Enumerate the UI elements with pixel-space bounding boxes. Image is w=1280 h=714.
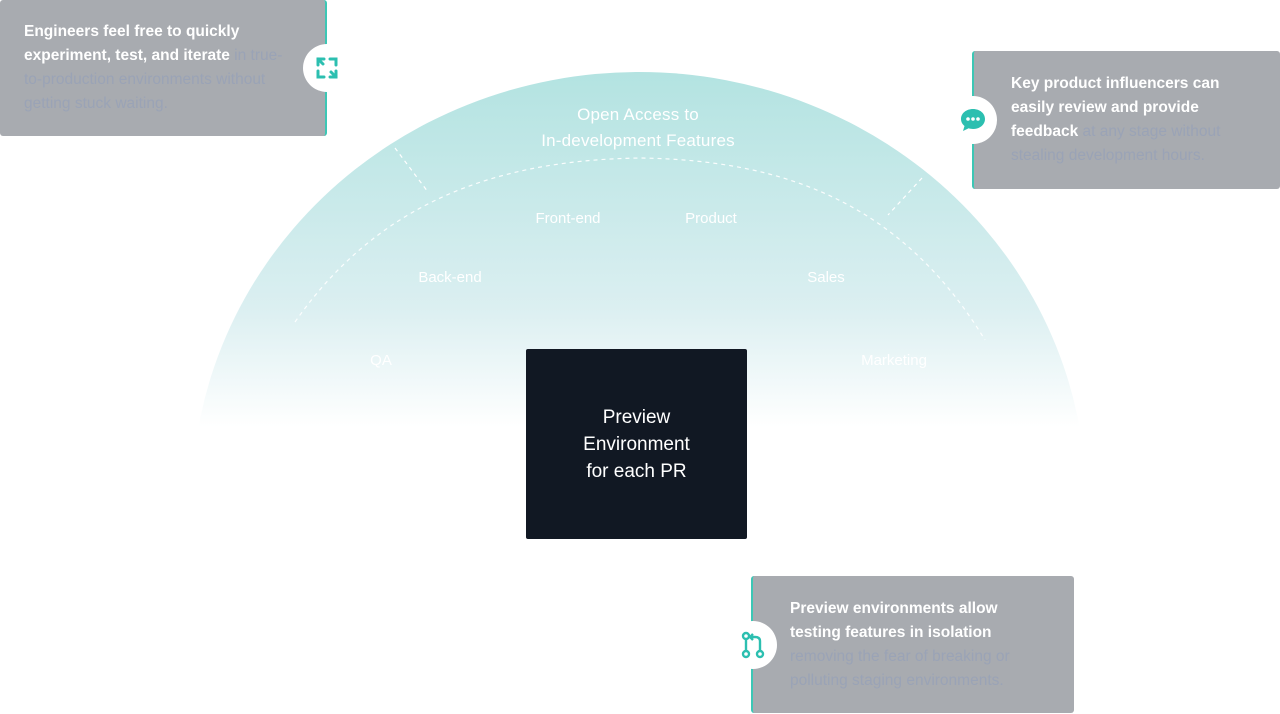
dashed-spoke-right <box>887 177 923 216</box>
role-partners: Partners <box>894 446 952 463</box>
preview-environment-box: Preview Environment for each PR <box>526 349 747 539</box>
center-label-line-2: Environment <box>583 433 690 455</box>
engineers-badge <box>303 44 351 92</box>
dome-title-line-1: Open Access to <box>577 105 699 124</box>
engineers-card-muted: in true-to-production environments witho… <box>24 47 283 112</box>
role-product: Product <box>685 210 737 227</box>
center-label-line-1: Preview <box>602 406 671 428</box>
role-front-end: Front-end <box>535 210 601 227</box>
role-qa: QA <box>370 352 392 369</box>
role-back-end: Back-end <box>418 269 482 286</box>
chat-bubble-icon <box>961 109 985 131</box>
isolation-card-text: Preview environments allow testing featu… <box>790 597 1052 693</box>
dome-title-line-2: In-development Features <box>541 131 735 150</box>
dashed-spoke-left <box>394 147 429 193</box>
influencers-card-text: Key product influencers can easily revie… <box>1011 72 1261 168</box>
center-label-line-3: for each PR <box>586 460 687 482</box>
engineers-card-strong: Engineers feel free to quickly experimen… <box>24 23 240 64</box>
dome-shape <box>192 72 1086 500</box>
refresh-icon <box>316 57 338 79</box>
influencers-card-strong: Key product influencers can easily revie… <box>1011 75 1220 140</box>
role-marketing: Marketing <box>861 352 927 369</box>
engineers-card-text: Engineers feel free to quickly experimen… <box>24 20 294 116</box>
isolation-badge <box>729 621 777 669</box>
influencers-badge <box>949 96 997 144</box>
inner-dashed-arc <box>294 157 986 341</box>
pull-request-icon <box>741 631 765 659</box>
isolation-card-strong: Preview environments allow testing featu… <box>790 600 998 641</box>
isolation-card: Preview environments allow testing featu… <box>751 576 1074 713</box>
engineers-card: Engineers feel free to quickly experimen… <box>0 0 327 136</box>
dome-title: Open Access to In-development Features <box>490 102 786 154</box>
influencers-card-muted: at any stage without stealing developmen… <box>1011 123 1221 164</box>
role-sales: Sales <box>807 269 845 286</box>
isolation-card-muted: removing the fear of breaking or polluti… <box>790 648 1010 689</box>
influencers-card: Key product influencers can easily revie… <box>972 51 1280 189</box>
